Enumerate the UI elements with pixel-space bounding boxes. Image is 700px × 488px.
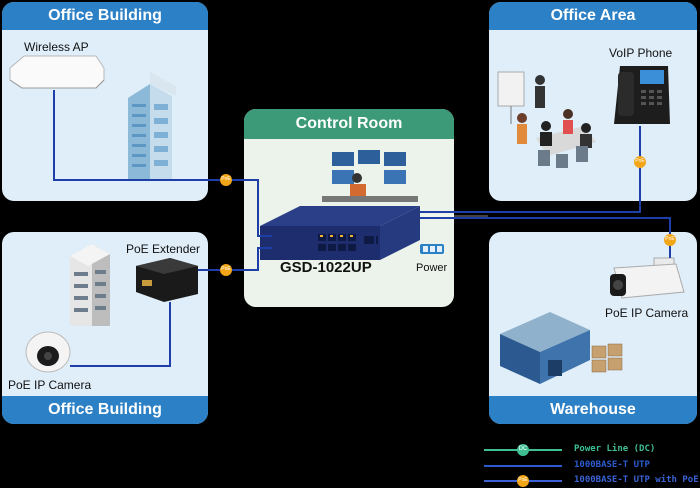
legend-graphics [484, 444, 562, 487]
poe-badge: PoE [635, 158, 645, 164]
warehouse-camera-label: PoE IP Camera [605, 306, 689, 320]
warehouse-icon [500, 312, 623, 384]
voip-phone-icon [614, 66, 670, 124]
dc-badge: DC [518, 446, 528, 452]
voip-phone-label: VoIP Phone [609, 46, 673, 60]
legend-item-utp: 1000BASE-T UTP [574, 460, 650, 470]
gsd-switch-icon [260, 206, 420, 260]
panel-office-building-top: Office Building Wireless AP [2, 2, 208, 201]
dome-camera-icon [25, 331, 71, 373]
legend-item-power-line: Power Line (DC) [574, 444, 656, 454]
poe-badge: PoE [221, 176, 231, 182]
poe-badge: PoE [665, 236, 675, 242]
panel-title: Office Building [2, 396, 208, 424]
panel-control-room: Control Room GSD-1022UP Power [244, 109, 454, 307]
panel-title: Control Room [244, 109, 454, 139]
poe-node-icons [220, 156, 676, 276]
panel-office-building-bottom: Office Building PoE Extender PoE IP Came… [2, 232, 208, 424]
panel-title: Warehouse [489, 396, 697, 424]
bullet-camera-icon [610, 257, 685, 299]
meeting-people-icon [497, 71, 596, 168]
poe-badge: PoE [221, 266, 231, 272]
legend-item-utp-poe: 1000BASE-T UTP with PoE [574, 475, 699, 485]
power-connector-icon [420, 244, 444, 254]
poe-extender-label: PoE Extender [126, 242, 201, 256]
panel-title: Office Building [2, 2, 208, 30]
office-building-icon [128, 72, 176, 180]
wireless-ap-label: Wireless AP [24, 40, 89, 54]
power-label: Power [416, 262, 448, 274]
switch-model-label: GSD-1022UP [280, 259, 372, 276]
poe-badge: PoE [518, 477, 528, 483]
poe-camera-label: PoE IP Camera [8, 378, 92, 392]
office-building-icon [70, 244, 110, 326]
wireless-ap-icon [9, 55, 105, 89]
control-room-monitors-icon [322, 150, 418, 202]
panel-title: Office Area [489, 2, 697, 30]
poe-extender-icon [136, 258, 198, 302]
